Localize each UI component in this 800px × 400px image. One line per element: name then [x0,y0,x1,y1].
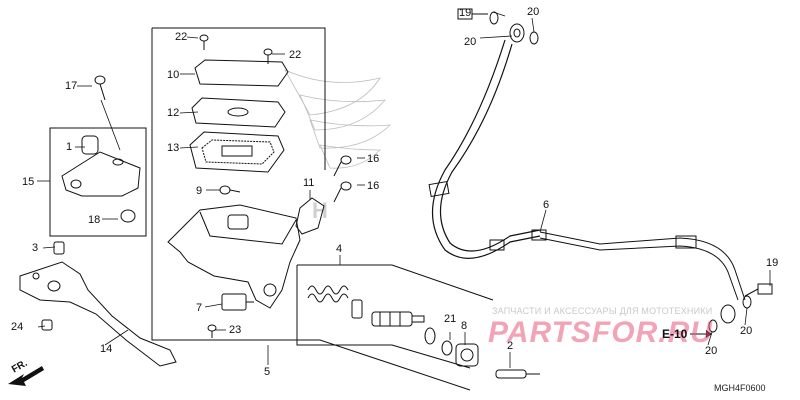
callout-16-lower: 16 [367,180,380,192]
switch-7 [221,293,254,311]
screw-22-right [263,48,273,64]
sealing-washer-20-bottom-a [742,295,752,309]
diaphragm-13 [189,131,285,173]
banjo-fitting-bottom [720,304,736,324]
diaphragm-plate-12 [191,97,286,128]
banjo-fitting-top [509,23,525,43]
callout-8: 8 [461,320,468,332]
watermark-brand: PARTSFOR.RU [488,316,713,349]
e10-reference-label: E-10 [662,327,688,341]
callout-4: 4 [336,243,343,255]
group-box-lever-bracket [49,127,147,237]
group-box-piston-kit [296,264,494,369]
cap-18 [120,209,136,223]
sealing-washer-20-top-a [489,11,499,25]
clutch-lever-14 [19,261,177,367]
callout-11: 11 [303,177,315,189]
callout-16-upper: 16 [367,153,380,165]
callout-22-left: 22 [175,31,188,43]
callout-24: 24 [11,321,24,333]
reservoir-cap-10 [194,59,289,87]
banjo-bolt-19-top [457,8,488,20]
callout-21: 21 [444,313,457,325]
callout-19-bottom: 19 [766,257,779,269]
callout-3: 3 [32,242,39,254]
callout-5: 5 [264,366,271,378]
callout-10: 10 [167,69,180,81]
pin-3 [53,241,65,255]
callout-2: 2 [507,340,514,352]
holder-11 [295,197,325,235]
callout-20-top-left: 20 [464,36,477,48]
callout-20-bottom-left: 20 [705,345,718,357]
callout-9: 9 [196,185,203,197]
callout-18: 18 [88,214,101,226]
spring-kit [307,285,363,319]
sealing-washer-20-top-b [529,31,539,45]
front-direction-arrow [8,366,44,386]
callout-15: 15 [22,176,35,188]
boot-8 [455,343,479,367]
wing-logo-background: H [284,69,392,223]
nut-24 [41,319,53,331]
bolt-9 [219,185,241,195]
callout-23: 23 [229,324,242,336]
callout-17: 17 [65,80,78,92]
circlip-21 [441,340,453,356]
callout-7: 7 [196,302,203,314]
master-cylinder-body [167,204,301,309]
callout-12: 12 [167,107,180,119]
callout-22-right: 22 [289,49,302,61]
banjo-bolt-19-bottom [744,283,773,297]
callout-20-top-right: 20 [527,6,540,18]
diagram-code: MGH4F0600 [714,383,766,393]
screw-22-left [199,34,209,50]
sealing-washer-20-bottom-b [708,319,718,333]
piston-kit [371,311,436,345]
cap-1 [81,135,99,155]
callout-1: 1 [66,141,73,153]
callout-13: 13 [167,142,180,154]
bolt-16-upper [333,155,352,177]
svg-text:H: H [312,198,328,223]
watermark-tagline: ЗАПЧАСТИ И АКСЕССУАРЫ ДЛЯ МОТОТЕХНИКИ [492,306,713,316]
screw-23 [207,324,217,338]
callout-6: 6 [543,199,550,211]
e10-reference-arrow [690,330,712,338]
clutch-hose [428,39,746,301]
bolt-17 [94,75,106,101]
holder-15 [61,151,141,197]
callout-14: 14 [100,343,113,355]
callout-20-bottom-right: 20 [740,325,753,337]
bolt-16-lower [333,181,352,203]
pushrod-2 [495,369,540,379]
callout-19-top: 19 [459,7,472,19]
group-box-master-cylinder [151,27,471,391]
